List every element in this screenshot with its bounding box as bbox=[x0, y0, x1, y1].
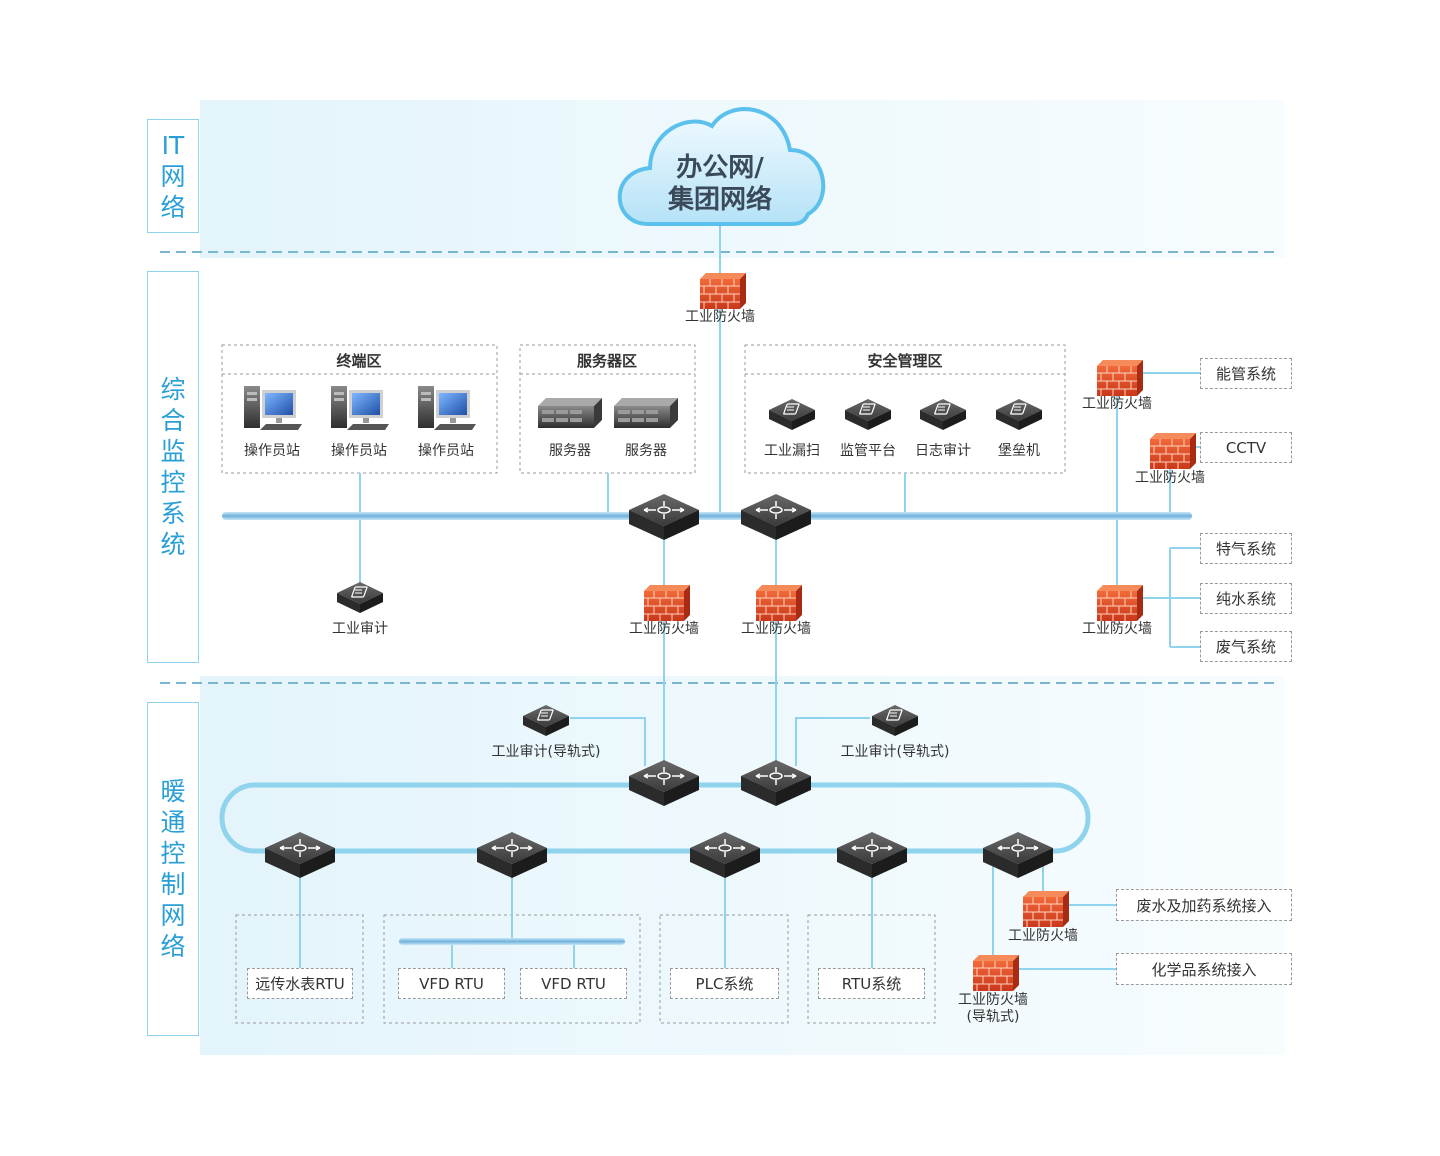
server-group-title: 服务器区 bbox=[576, 352, 638, 370]
bastion-host-label: 堡垒机 bbox=[998, 443, 1040, 459]
rtu-group-box bbox=[807, 914, 936, 1024]
firewall-rail-label: 工业防火墙 (导轨式) bbox=[958, 992, 1028, 1025]
chemical-system-box: 化学品系统接入 bbox=[1116, 953, 1292, 985]
rtu-meter-box: 远传水表RTU bbox=[247, 968, 353, 999]
log-audit-label: 日志审计 bbox=[915, 443, 971, 459]
firewall-cctv-label: 工业防火墙 bbox=[1135, 470, 1205, 486]
workstation-2-label: 操作员站 bbox=[331, 443, 387, 459]
rtu-meter-group-box bbox=[235, 914, 364, 1024]
terminal-group-title: 终端区 bbox=[336, 352, 382, 370]
scanner-label: 工业漏扫 bbox=[764, 443, 820, 459]
firewall-rail-icon bbox=[972, 954, 1020, 992]
server-1-label: 服务器 bbox=[549, 443, 591, 459]
gas-system-box: 特气系统 bbox=[1200, 533, 1292, 564]
firewall-hvac-icon bbox=[1022, 890, 1070, 928]
monitor-platform-label: 监管平台 bbox=[840, 443, 896, 459]
server-2-label: 服务器 bbox=[625, 443, 667, 459]
firewall-right-icon bbox=[1096, 584, 1144, 622]
vfd-rtu-1-box: VFD RTU bbox=[398, 968, 505, 999]
vfd-bus bbox=[399, 938, 625, 945]
cloud-icon bbox=[617, 107, 826, 226]
water-system-box: 纯水系统 bbox=[1200, 583, 1292, 614]
vfd-rtu-2-box: VFD RTU bbox=[520, 968, 627, 999]
plc-group-box bbox=[659, 914, 789, 1024]
firewall-cctv-icon bbox=[1149, 432, 1197, 470]
audit-rail-2-label: 工业审计(导轨式) bbox=[840, 744, 950, 760]
audit-rail-1-label: 工业审计(导轨式) bbox=[491, 744, 601, 760]
audit-label: 工业审计 bbox=[332, 621, 388, 637]
firewall-mid1-icon bbox=[643, 584, 691, 622]
firewall-top-icon bbox=[699, 272, 747, 310]
workstation-1-label: 操作员站 bbox=[244, 443, 300, 459]
cctv-system-box: CCTV bbox=[1200, 432, 1292, 463]
zone-label-hvac: 暖通控制网络 bbox=[147, 702, 199, 1036]
server-2-icon bbox=[614, 398, 678, 428]
exhaust-system-box: 废气系统 bbox=[1200, 631, 1292, 662]
monitor-bus bbox=[222, 512, 1192, 520]
waste-water-box: 废水及加药系统接入 bbox=[1116, 889, 1292, 921]
cloud-label: 办公网/ 集团网络 bbox=[667, 153, 773, 215]
firewall-top-label: 工业防火墙 bbox=[685, 309, 755, 325]
hvac-ring bbox=[219, 782, 1091, 854]
firewall-mid1-label: 工业防火墙 bbox=[629, 621, 699, 637]
firewall-hvac-label: 工业防火墙 bbox=[1008, 928, 1078, 944]
workstation-3-label: 操作员站 bbox=[418, 443, 474, 459]
firewall-mid2-label: 工业防火墙 bbox=[741, 621, 811, 637]
zone-label-monitor: 综合监控系统 bbox=[147, 271, 199, 663]
server-1-icon bbox=[538, 398, 602, 428]
security-group-title: 安全管理区 bbox=[867, 352, 943, 370]
energy-system-box: 能管系统 bbox=[1200, 358, 1292, 389]
rtu-system-box: RTU系统 bbox=[818, 968, 925, 999]
firewall-right-label: 工业防火墙 bbox=[1082, 621, 1152, 637]
firewall-mid2-icon bbox=[755, 584, 803, 622]
plc-system-box: PLC系统 bbox=[670, 968, 779, 999]
zone-label-it: IT网络 bbox=[147, 119, 199, 233]
connection-lines bbox=[299, 226, 1200, 970]
firewall-energy-icon bbox=[1096, 359, 1144, 397]
firewall-energy-label: 工业防火墙 bbox=[1082, 396, 1152, 412]
